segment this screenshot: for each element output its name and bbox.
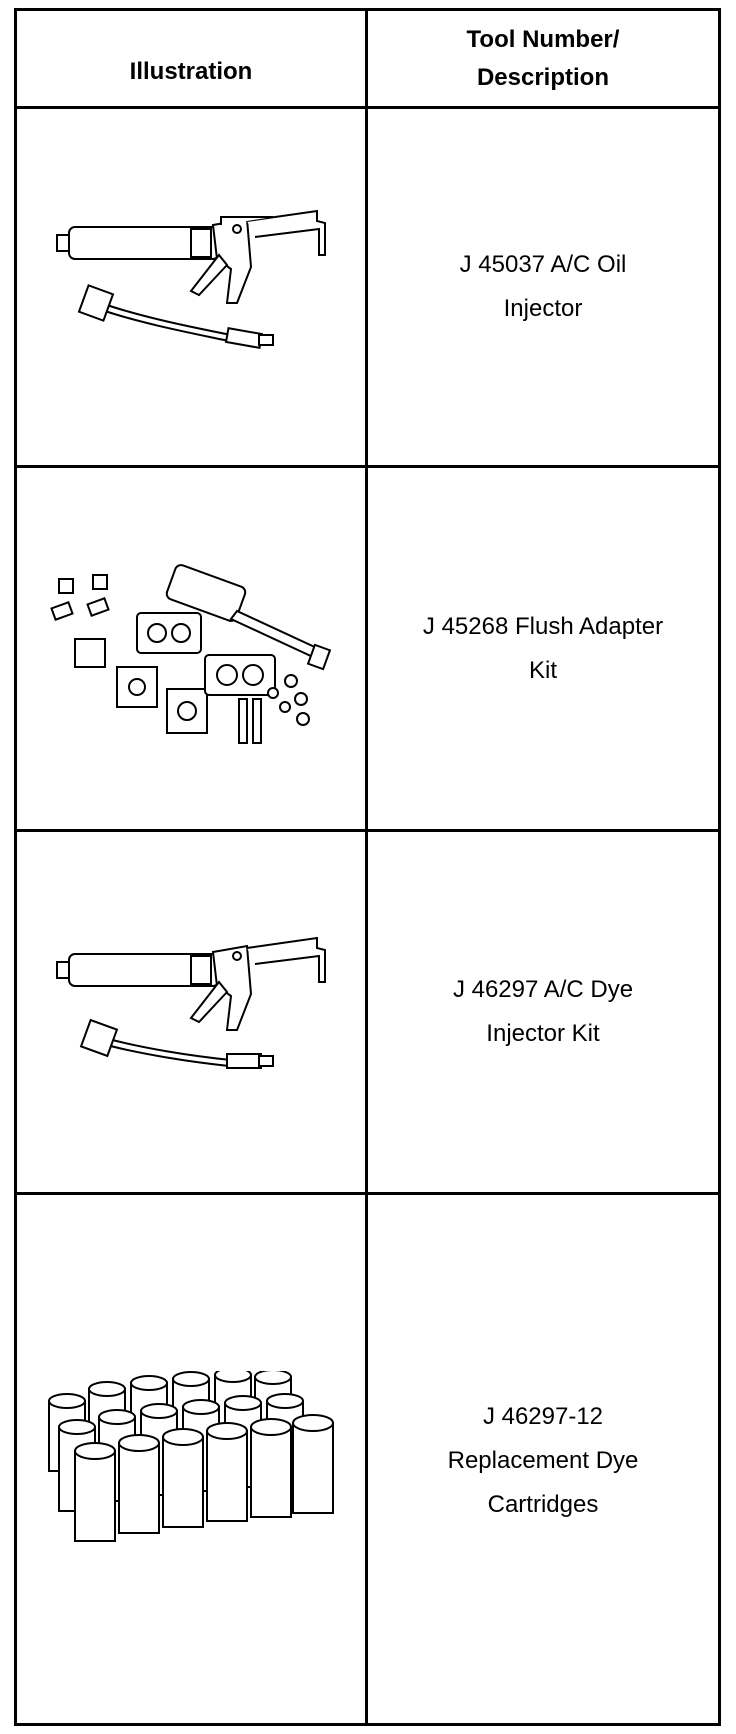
header-illustration-label: Illustration — [129, 57, 253, 85]
header-tool-number: Tool Number/ Description — [368, 11, 718, 106]
table-row-3-illustration — [17, 832, 365, 1192]
table-row-2-description: J 45268 Flush Adapter Kit — [368, 468, 718, 829]
dye-injector-gun-icon — [56, 936, 326, 1069]
header-illustration: Illustration — [17, 11, 365, 106]
column-divider — [365, 11, 368, 1723]
tool-description: J 45037 A/C Oil Injector — [459, 251, 627, 322]
table-row-4-description: J 46297-12 Replacement Dye Cartridges — [368, 1195, 718, 1726]
tool-description: J 45268 Flush Adapter Kit — [422, 612, 664, 684]
flush-adapter-kit-icon — [50, 563, 332, 744]
table-row-1-description: J 45037 A/C Oil Injector — [368, 109, 718, 465]
table-row-4-illustration — [17, 1195, 365, 1726]
header-tool-label: Tool Number/ Description — [466, 25, 620, 91]
oil-injector-gun-icon — [56, 209, 326, 350]
table-row-3-description: J 46297 A/C Dye Injector Kit — [368, 832, 718, 1192]
tool-description: J 46297 A/C Dye Injector Kit — [452, 976, 634, 1047]
row-divider — [17, 829, 718, 832]
tool-table: Illustration Tool Number/ Description J … — [14, 8, 721, 1726]
row-divider — [17, 106, 718, 109]
tool-description: J 46297-12 Replacement Dye Cartridges — [447, 1402, 639, 1518]
table-row-2-illustration — [17, 468, 365, 829]
table-row-1-illustration — [17, 109, 365, 465]
row-divider — [17, 465, 718, 468]
dye-cartridges-icon — [48, 1370, 334, 1542]
row-divider — [17, 1192, 718, 1195]
